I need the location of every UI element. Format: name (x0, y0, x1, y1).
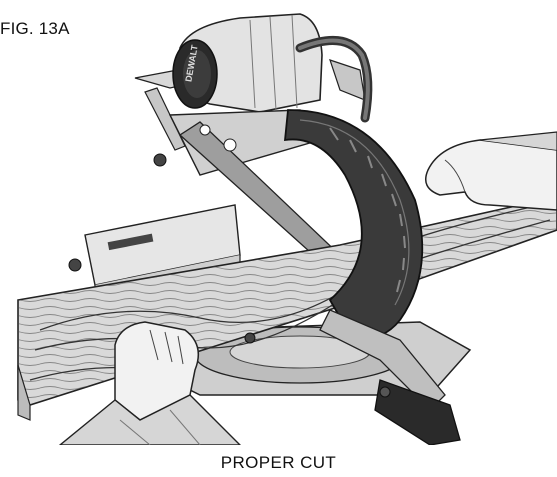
left-hand (58, 321, 241, 445)
figure-label: FIG. 13A (0, 19, 70, 38)
carry-handle (295, 35, 373, 123)
blade-slot (319, 309, 461, 445)
right-hand (425, 131, 557, 211)
motor-housing: DEWALT (172, 13, 323, 113)
figure-caption: PROPER CUT (220, 453, 337, 472)
saw-knobs (68, 153, 256, 344)
miter-saw-illustration: DEWALT (17, 13, 557, 445)
